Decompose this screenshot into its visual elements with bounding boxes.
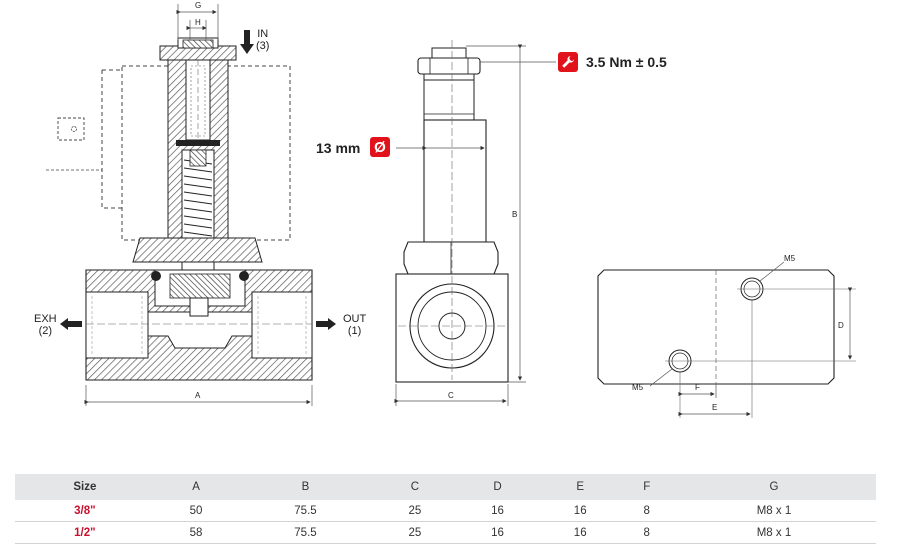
header-d: D	[456, 474, 539, 500]
header-g: G	[671, 474, 876, 500]
header-c: C	[373, 474, 457, 500]
cell-g: M8 x 1	[671, 521, 876, 544]
dimensions-table: Size A B C D E F G 3/8" 50 75.5 25 16 16…	[15, 474, 876, 544]
table-header-row: Size A B C D E F G	[15, 474, 876, 500]
diameter-icon: Ø	[370, 137, 390, 157]
table-row: 1/2" 58 75.5 25 16 16 8 M8 x 1	[15, 521, 876, 544]
cell-d: 16	[456, 521, 539, 544]
dim-label-c: C	[448, 391, 454, 400]
dim-label-h: H	[195, 18, 201, 27]
cell-e: 16	[538, 500, 622, 522]
technical-drawing	[46, 4, 856, 418]
header-a: A	[154, 474, 238, 500]
header-b: B	[237, 474, 374, 500]
cell-b: 75.5	[237, 500, 374, 522]
cell-size: 3/8"	[15, 500, 155, 522]
out-arrow	[316, 318, 336, 330]
exh-arrow	[60, 318, 82, 330]
header-f: F	[621, 474, 672, 500]
cell-a: 58	[154, 521, 238, 544]
dim-label-f: F	[695, 383, 700, 392]
dim-label-a: A	[195, 391, 201, 400]
port-exh-label: EXH(2)	[34, 313, 57, 337]
dim-label-e: E	[712, 403, 718, 412]
diameter-spec: 13 mm	[316, 140, 361, 156]
cell-c: 25	[373, 521, 457, 544]
in-arrow	[240, 30, 254, 54]
bottom-view	[597, 261, 856, 418]
cell-f: 8	[621, 521, 672, 544]
cell-size: 1/2"	[15, 521, 155, 544]
dim-label-m5-top: M5	[784, 254, 796, 263]
wrench-icon	[558, 52, 578, 72]
cell-a: 50	[154, 500, 238, 522]
torque-spec: 3.5 Nm ± 0.5	[586, 54, 667, 70]
port-in-label: IN(3)	[256, 28, 270, 52]
table-row: 3/8" 50 75.5 25 16 16 8 M8 x 1	[15, 500, 876, 522]
coil-outline	[121, 65, 291, 241]
cell-g: M8 x 1	[671, 500, 876, 522]
cell-c: 25	[373, 500, 457, 522]
cell-b: 75.5	[237, 521, 374, 544]
port-out-label: OUT(1)	[343, 313, 367, 337]
dim-label-d: D	[838, 321, 844, 330]
cell-d: 16	[456, 500, 539, 522]
side-view	[394, 40, 556, 406]
header-size: Size	[15, 474, 155, 500]
section-view	[46, 4, 336, 406]
dim-label-g: G	[195, 1, 202, 10]
cell-e: 16	[538, 521, 622, 544]
cell-f: 8	[621, 500, 672, 522]
dim-label-b: B	[512, 210, 518, 219]
header-e: E	[538, 474, 622, 500]
dim-label-m5-bottom: M5	[632, 383, 644, 392]
